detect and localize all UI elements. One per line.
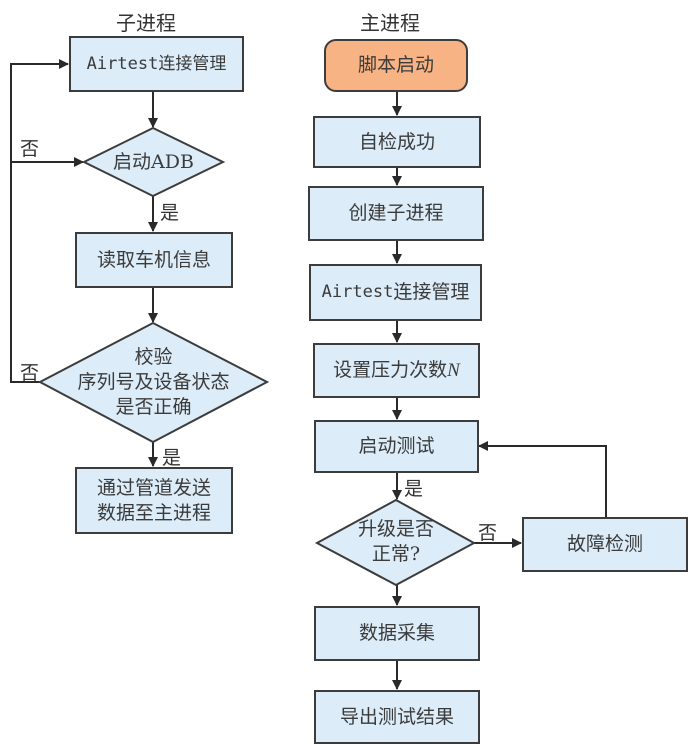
decision-start-adb [81,126,226,198]
main-airtest-prefix: Airtest [321,282,394,302]
set-pressure-var: N [447,360,460,381]
main-process-title: 主进程 [360,11,420,35]
export-results-node: 导出测试结果 [314,690,480,744]
verify-label: 校验 序列号及设备状态 是否正确 [77,346,230,418]
start-adb-label: 启动ADB [113,150,194,173]
main-airtest-suffix: 连接管理 [393,281,470,303]
test-yes-label: 是 [404,478,424,500]
create-sub-label: 创建子进程 [348,202,444,224]
fault-detect-node: 故障检测 [522,517,688,572]
sub-airtest-connect-node: Airtest连接管理 [69,36,244,92]
read-info-label: 读取车机信息 [96,248,211,271]
decision-upgrade [314,498,477,587]
start-test-node: 启动测试 [314,420,479,473]
create-sub-node: 创建子进程 [308,186,484,241]
self-check-label: 自检成功 [358,130,435,153]
data-collect-node: 数据采集 [314,606,480,661]
adb-no-label: 否 [20,138,40,160]
send-data-node: 通过管道发送 数据至主进程 [75,467,233,534]
start-test-label: 启动测试 [358,435,435,457]
loop-fault-to-test [478,441,607,517]
fault-detect-label: 故障检测 [566,533,643,555]
verify-no-label: 否 [20,362,40,384]
verify-yes-label: 是 [162,447,182,469]
read-info-node: 读取车机信息 [75,232,233,288]
self-check-node: 自检成功 [313,116,481,168]
export-results-label: 导出测试结果 [339,705,454,728]
upgrade-ok-label: 升级是否 正常? [357,518,434,565]
data-collect-label: 数据采集 [358,622,435,644]
loop-verify-no [10,59,69,383]
script-start-node: 脚本启动 [324,39,468,92]
decision-verify [37,321,270,444]
send-data-label: 通过管道发送 数据至主进程 [96,476,211,524]
upgrade-no-label: 否 [478,522,498,544]
sub-airtest-connect-label: Airtest连接管理 [86,53,227,74]
script-start-label: 脚本启动 [357,54,434,76]
adb-yes-label: 是 [160,202,180,224]
sub-process-title: 子进程 [116,11,176,35]
set-pressure-prefix: 设置压力次数 [333,359,448,381]
